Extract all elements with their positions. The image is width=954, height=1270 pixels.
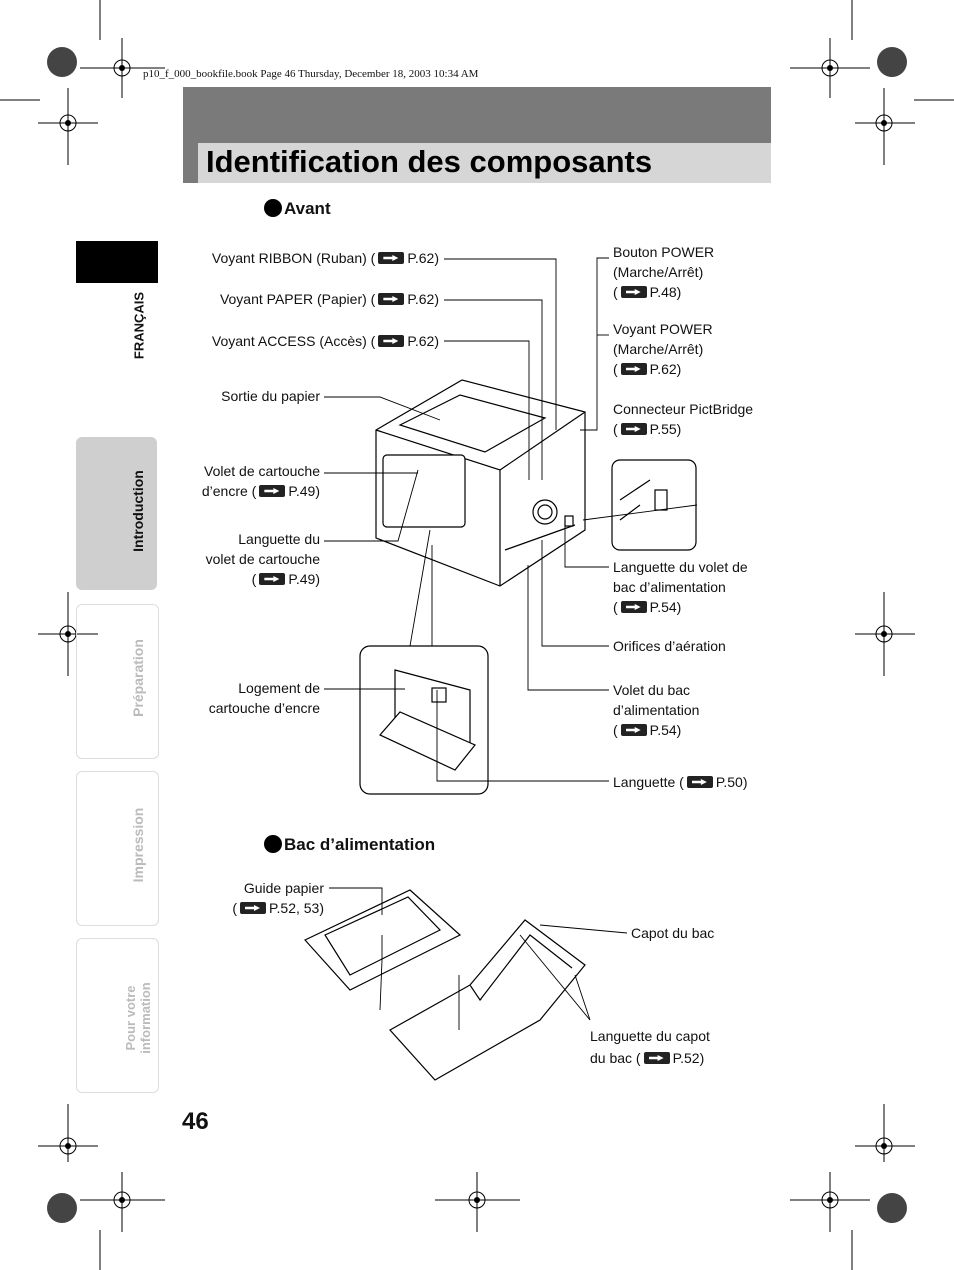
reference-icon <box>620 363 647 375</box>
label-voyant-power: Voyant POWER (Marche/Arrêt) (P.62) <box>613 321 713 377</box>
tab-impression[interactable] <box>76 771 159 926</box>
label-sortie: Sortie du papier <box>221 388 320 404</box>
label-languette-volet: Languette du volet de cartouche (P.49) <box>205 531 320 587</box>
label-languette-bac: Languette du volet de bac d’alimentation… <box>613 559 748 615</box>
tab-information-label: Pour votre information <box>123 963 153 1073</box>
label-access: Voyant ACCESS (Accès) (P.62) <box>211 333 439 349</box>
section-front-label: Avant <box>284 199 331 218</box>
language-tab-block <box>76 241 158 283</box>
reference-icon <box>620 286 647 298</box>
file-header-line: p10_f_000_bookfile.book Page 46 Thursday… <box>143 68 479 80</box>
title-box <box>198 143 771 183</box>
tab-impression-label: Impression <box>130 807 146 883</box>
reference-icon <box>239 902 266 914</box>
section-tray: Bac d’alimentation <box>264 835 435 855</box>
page-title: Identification des composants <box>206 144 653 179</box>
reference-icon <box>620 423 647 435</box>
label-logement: Logement de cartouche d’encre <box>208 680 320 716</box>
label-languette-capot: Languette du capot du bac (P.52) <box>590 1028 710 1066</box>
label-capot: Capot du bac <box>631 925 715 941</box>
reference-icon <box>259 485 286 497</box>
reference-icon <box>643 1052 670 1064</box>
reference-icon <box>620 724 647 736</box>
reference-icon <box>378 293 405 305</box>
label-volet-bac: Volet du bac d’alimentation (P.54) <box>613 682 700 738</box>
section-tray-label: Bac d’alimentation <box>284 835 436 854</box>
tab-introduction[interactable] <box>76 437 157 590</box>
tab-preparation-label: Préparation <box>130 639 146 717</box>
reference-icon <box>259 573 286 585</box>
tab-information[interactable] <box>76 938 159 1093</box>
label-ribbon: Voyant RIBBON (Ruban) (P.62) <box>211 250 439 266</box>
bullet-icon <box>264 835 282 853</box>
label-paper: Voyant PAPER (Papier) (P.62) <box>219 291 439 307</box>
label-volet-cartouche: Volet de cartouche d’encre (P.49) <box>201 463 320 499</box>
tab-information-line1: Pour votre <box>123 985 138 1051</box>
label-languette: Languette (P.50) <box>613 774 748 790</box>
tab-introduction-label: Introduction <box>130 470 146 552</box>
label-orifices: Orifices d’aération <box>613 638 726 654</box>
reference-icon <box>686 776 713 788</box>
reference-icon <box>378 335 405 347</box>
tab-information-line2: information <box>138 982 153 1054</box>
page-number: 46 <box>182 1108 209 1135</box>
section-front: Avant <box>264 199 331 219</box>
label-guide-papier: Guide papier (P.52, 53) <box>232 880 324 916</box>
reference-icon <box>620 601 647 613</box>
bullet-icon <box>264 199 282 217</box>
label-bouton-power: Bouton POWER (Marche/Arrêt) (P.48) <box>613 244 715 300</box>
tab-preparation[interactable] <box>76 604 159 759</box>
language-tab-label: FRANÇAIS <box>131 291 147 360</box>
reference-icon <box>378 252 405 264</box>
label-pictbridge: Connecteur PictBridge (P.55) <box>613 401 754 437</box>
